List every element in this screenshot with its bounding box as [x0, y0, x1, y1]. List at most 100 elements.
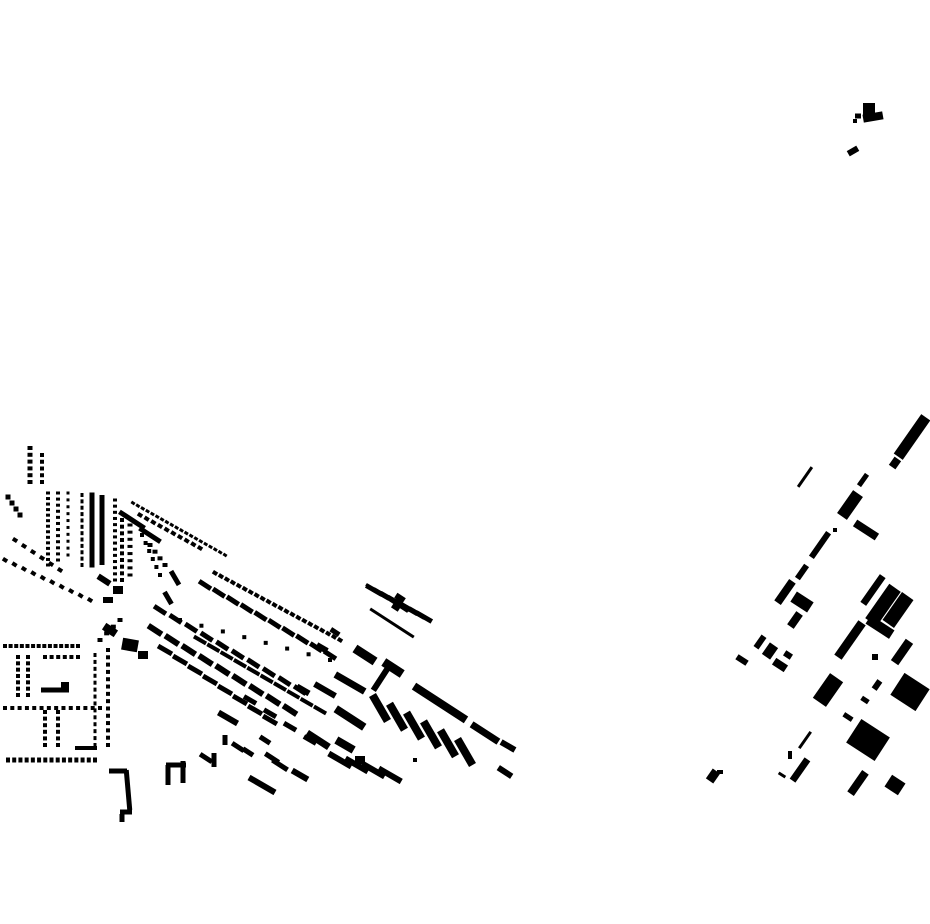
building [147, 549, 152, 553]
building [865, 583, 901, 627]
building [16, 680, 20, 685]
building [888, 456, 902, 470]
building [369, 607, 415, 639]
building [787, 611, 803, 629]
building [106, 662, 110, 667]
building [261, 666, 277, 679]
building [262, 707, 278, 719]
building [420, 719, 442, 750]
building [47, 644, 52, 648]
building [80, 563, 84, 567]
building [138, 651, 148, 659]
building [154, 514, 160, 520]
building [301, 617, 308, 624]
building [206, 642, 221, 654]
building [264, 693, 282, 707]
building [46, 519, 50, 523]
building [145, 508, 151, 514]
building [343, 755, 370, 775]
building [56, 497, 60, 501]
building [66, 519, 70, 523]
building [136, 511, 144, 519]
building [232, 658, 248, 669]
building [247, 774, 277, 796]
building [119, 814, 125, 822]
building [156, 522, 164, 530]
building [56, 552, 60, 556]
building [70, 644, 75, 648]
building [242, 635, 247, 640]
building [106, 699, 110, 704]
building [80, 537, 84, 542]
building [96, 573, 112, 587]
building [223, 576, 231, 583]
building [197, 579, 213, 591]
building [313, 624, 320, 631]
building [774, 579, 796, 605]
building [56, 710, 60, 714]
building [183, 530, 189, 536]
building [43, 743, 47, 747]
building [54, 706, 59, 710]
building [282, 721, 298, 733]
building [127, 530, 133, 534]
building [188, 533, 194, 539]
building [106, 691, 110, 696]
building [162, 590, 174, 606]
building [207, 544, 213, 550]
building [253, 592, 260, 599]
building [80, 499, 84, 504]
building [93, 680, 97, 685]
building [106, 677, 110, 682]
building [56, 515, 60, 519]
building [222, 552, 228, 558]
building [76, 706, 81, 710]
building [295, 614, 302, 621]
building [93, 659, 97, 664]
building [56, 521, 60, 525]
building [39, 706, 44, 710]
building [86, 757, 91, 763]
building [97, 638, 103, 642]
building [106, 655, 110, 660]
building [285, 646, 290, 651]
building [198, 538, 204, 544]
building [246, 703, 264, 717]
building [56, 716, 60, 721]
building [890, 672, 930, 712]
building [411, 682, 469, 724]
building [46, 563, 50, 567]
building [56, 558, 60, 562]
building [90, 706, 95, 710]
building [55, 757, 60, 763]
building [120, 551, 124, 556]
building [170, 530, 177, 537]
building [43, 729, 47, 734]
building [121, 637, 139, 653]
building [157, 556, 163, 561]
building [30, 570, 37, 577]
building [333, 671, 367, 695]
building [281, 703, 299, 717]
building [138, 526, 162, 544]
building [80, 543, 84, 548]
building [890, 638, 914, 666]
building [381, 658, 405, 678]
building [127, 523, 133, 527]
building [180, 761, 186, 783]
building [246, 657, 261, 670]
building [154, 565, 159, 569]
building [113, 553, 117, 557]
building [99, 495, 105, 565]
building [120, 578, 124, 582]
building [174, 525, 180, 530]
building [882, 592, 914, 628]
building [43, 716, 47, 721]
building [43, 736, 47, 741]
building [113, 498, 117, 502]
building [281, 625, 296, 638]
building [295, 683, 311, 697]
building [753, 634, 767, 650]
building [386, 701, 408, 732]
building [437, 728, 459, 759]
